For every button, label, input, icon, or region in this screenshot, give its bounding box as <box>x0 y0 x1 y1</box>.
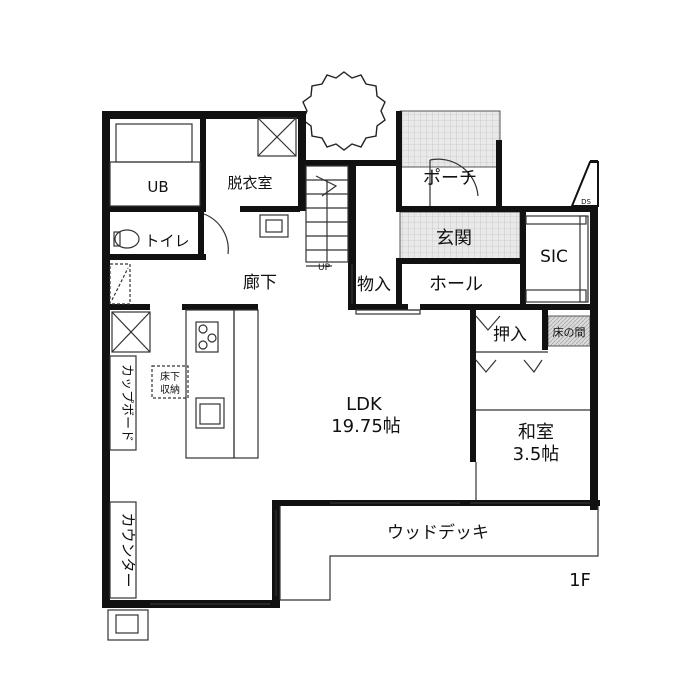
label-porch: ポーチ <box>423 168 477 189</box>
label-cupboard: カップボード <box>119 364 134 442</box>
label-up: UP <box>318 263 331 273</box>
tree-icon <box>302 71 386 151</box>
label-entrance: 玄関 <box>436 228 472 249</box>
label-floor: 1F <box>569 570 591 591</box>
room-labels: UB 脱衣室 トイレ 廊下 物入 ホール 玄関 ポーチ SIC 押入 床の間 L… <box>119 168 591 591</box>
label-sic: SIC <box>540 247 568 267</box>
label-ub: UB <box>147 178 168 196</box>
porch-steps <box>399 110 501 168</box>
label-underfloor-2: 収納 <box>160 383 180 396</box>
label-ds: DS <box>581 198 591 206</box>
label-hall: ホール <box>429 274 483 295</box>
label-ldk-size: 19.75帖 <box>331 416 401 437</box>
label-oshiire: 押入 <box>493 325 527 345</box>
fixtures <box>107 117 599 641</box>
label-deck: ウッドデッキ <box>387 522 489 543</box>
label-hallway: 廊下 <box>243 273 277 293</box>
entrance-floor <box>399 211 521 261</box>
label-washitsu-name: 和室 <box>518 422 554 443</box>
label-toilet: トイレ <box>144 232 189 250</box>
label-washitsu-size: 3.5帖 <box>513 444 560 465</box>
label-counter: カウンター <box>119 512 137 587</box>
walls <box>102 111 600 608</box>
label-ldk-name: LDK <box>346 394 383 415</box>
label-tokonoma: 床の間 <box>553 325 586 339</box>
tokonoma-floor <box>547 315 591 347</box>
label-storage: 物入 <box>357 275 391 295</box>
label-dressing: 脱衣室 <box>227 174 272 192</box>
label-underfloor-1: 床下 <box>160 370 180 383</box>
